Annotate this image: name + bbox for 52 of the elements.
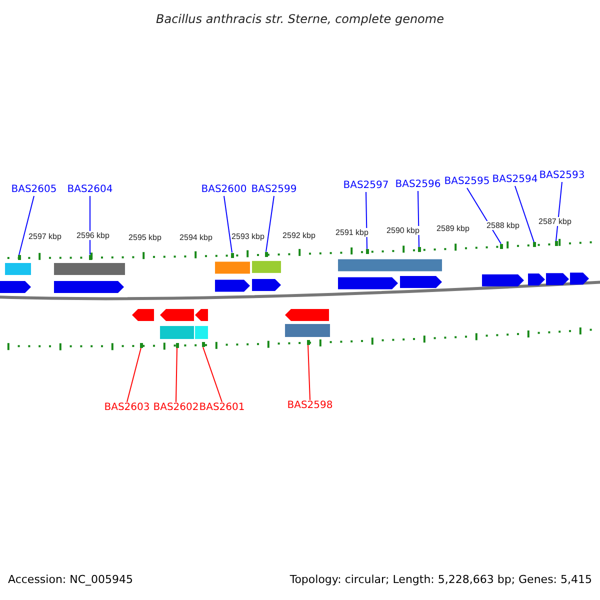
- footer-text: Accession: NC_005945: [8, 574, 134, 586]
- scale-position-mark: [366, 248, 368, 254]
- scale-label: 2591 kbp: [336, 228, 368, 237]
- gene-label: BAS2599: [251, 184, 297, 196]
- scale-label: 2590 kbp: [386, 226, 420, 235]
- gene-label: BAS2594: [492, 174, 538, 186]
- leader-line: [266, 196, 274, 252]
- gene-label: BAS2603: [104, 402, 150, 414]
- leader-line: [224, 196, 232, 254]
- scale-label: 2596 kbp: [76, 231, 110, 240]
- scale-label: 2588 kbp: [486, 221, 520, 230]
- leader-line: [556, 182, 562, 242]
- scale-position-mark: [18, 254, 20, 260]
- scale-position-mark: [500, 244, 502, 249]
- scale-position-mark: [264, 252, 268, 257]
- scale-position-mark: [140, 342, 142, 348]
- leader-line: [126, 347, 142, 402]
- gene-label: BAS2602: [153, 402, 199, 414]
- gene-label: BAS2596: [395, 179, 441, 191]
- gene-label: BAS2593: [539, 170, 585, 182]
- gene-label: BAS2605: [11, 184, 57, 196]
- title: Bacillus anthracis str. Sterne, complete genome: [155, 11, 445, 28]
- leader-line: [176, 347, 178, 402]
- gene-label: BAS2597: [343, 180, 389, 192]
- gene-label: BAS2595: [444, 176, 490, 188]
- scale-label: 2594 kbp: [180, 233, 212, 242]
- gene-label: BAS2598: [287, 400, 333, 412]
- scale-label: 2589 kbp: [436, 224, 470, 233]
- scale-label: 2592 kbp: [282, 231, 316, 240]
- scale-position-mark: [418, 247, 420, 252]
- leader-line: [366, 192, 368, 250]
- scale-label: 2587 kbp: [538, 217, 572, 226]
- leader-line: [466, 188, 502, 244]
- scale-position-mark: [532, 242, 536, 248]
- leader-line: [18, 196, 34, 256]
- leader-line: [202, 346, 222, 402]
- gene-label: BAS2600: [201, 184, 247, 196]
- scale-position-mark: [202, 342, 204, 348]
- scale-label: 2597 kbp: [28, 232, 62, 241]
- gene-label: BAS2601: [199, 402, 245, 414]
- scale-position-mark: [306, 340, 310, 345]
- footer-text: Topology: circular; Length: 5,228,663 bp; Genes: 5,415: [290, 574, 592, 586]
- scale-position-mark: [230, 252, 234, 258]
- scale-label: 2595 kbp: [128, 233, 162, 242]
- scale-position-mark: [88, 254, 92, 260]
- leader-line: [514, 186, 534, 243]
- leader-line: [308, 344, 310, 400]
- leader-line: [418, 190, 420, 248]
- gene-label: BAS2604: [67, 184, 113, 196]
- scale-position-mark: [554, 241, 558, 246]
- scale-label: 2593 kbp: [232, 232, 264, 241]
- scale-position-mark: [176, 342, 178, 348]
